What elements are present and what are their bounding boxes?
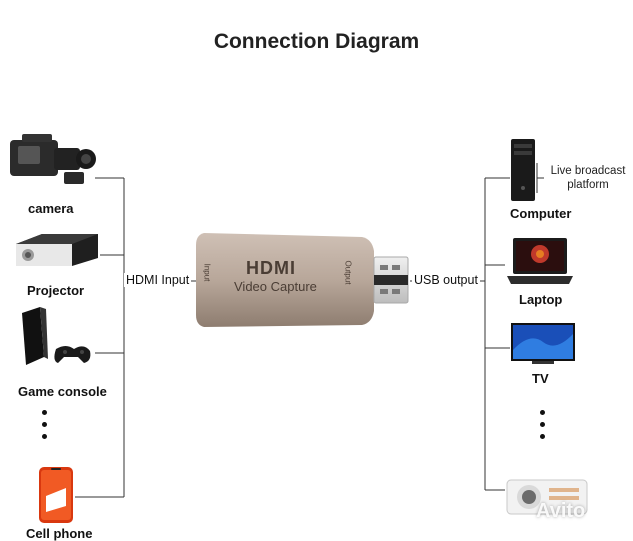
ellipsis-dot: [540, 410, 545, 415]
note-line-1: Live broadcast: [550, 165, 626, 177]
input-port-label: Input: [202, 263, 212, 282]
capture-device-icon: [196, 233, 409, 327]
ellipsis-dot: [42, 422, 47, 427]
ellipsis-dot: [540, 434, 545, 439]
ellipsis-dot: [42, 410, 47, 415]
note-line-2: platform: [567, 179, 609, 191]
diagram-title: Connection Diagram: [213, 30, 420, 53]
output-port-label: Output: [343, 260, 353, 285]
projector-icon: [16, 234, 98, 266]
tv-label: TV: [532, 371, 549, 386]
laptop-label: Laptop: [519, 292, 563, 307]
hdmi-input-label: HDMI Input: [124, 273, 192, 287]
device-brand: HDMI: [246, 258, 296, 278]
camera-icon: [10, 134, 96, 184]
cell-phone-icon: [39, 467, 73, 523]
cell-phone-label: Cell phone: [26, 526, 93, 541]
ellipsis-dot: [540, 422, 545, 427]
usb-output-label: USB output: [412, 273, 480, 287]
projector-label: Projector: [27, 283, 85, 298]
watermark: Avito: [536, 500, 586, 522]
computer-label: Computer: [510, 206, 572, 221]
computer-icon: [511, 139, 535, 201]
tv-icon: [511, 323, 575, 364]
game-console-label: Game console: [18, 384, 107, 399]
live-broadcast-note: Live broadcast platform: [548, 164, 628, 192]
ellipsis-dot: [42, 434, 47, 439]
output-projector-icon: [506, 479, 588, 515]
device-subtitle: Video Capture: [234, 279, 317, 294]
laptop-icon: [507, 238, 573, 284]
camera-label: camera: [28, 201, 74, 216]
game-console-icon: [22, 307, 91, 365]
